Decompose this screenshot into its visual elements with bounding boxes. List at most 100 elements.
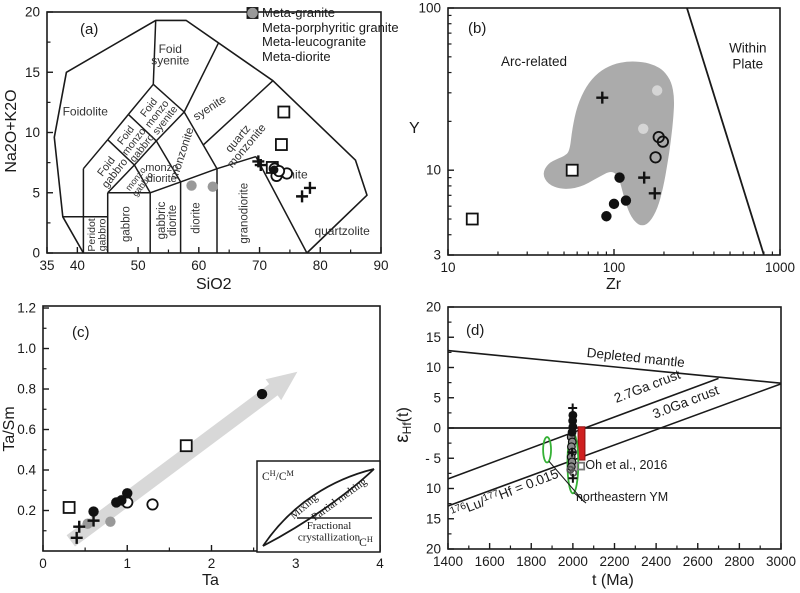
tas-outer-boundary xyxy=(53,19,368,254)
partial-melting-curve xyxy=(262,468,375,547)
tspan: Within xyxy=(729,41,767,56)
x-tick-label: 3 xyxy=(292,556,300,571)
tspan: H xyxy=(367,535,373,544)
tspan: syenite xyxy=(191,93,228,123)
y-tick-label: 0 xyxy=(433,421,441,436)
y-tick-label: 5 xyxy=(433,390,441,405)
y-tick-label: - 5 xyxy=(425,451,441,466)
panel-c-points xyxy=(62,388,268,544)
leader-line xyxy=(573,492,587,504)
x-tick-label: 2200 xyxy=(599,554,629,569)
x-tick-label: 50 xyxy=(131,258,146,273)
inset-frame xyxy=(256,460,381,553)
tspan: 20 xyxy=(426,300,441,315)
x-tick-label: 2000 xyxy=(558,554,588,569)
gray-circle-symbol-icon xyxy=(245,7,260,64)
within-plate-boundary-line xyxy=(686,7,765,256)
tas-field-boundary xyxy=(133,140,157,166)
tspan: Fractional xyxy=(307,520,352,532)
tas-field-boundary xyxy=(152,20,157,85)
tspan: 10 xyxy=(440,260,455,275)
tspan: 1400 xyxy=(433,554,463,569)
open-circle-symbol-icon xyxy=(245,7,260,35)
tas-field-boundary xyxy=(107,113,129,141)
x-tick-label: 100 xyxy=(603,260,626,275)
tas-field-boundary xyxy=(133,164,151,194)
filled-circle-marker xyxy=(105,516,116,527)
tas-field-boundary xyxy=(152,83,185,113)
x-tick-label: 4 xyxy=(376,556,384,571)
x-tick-label: 2600 xyxy=(683,554,713,569)
legend-item-meta-leucogranite: Meta-leucogranite xyxy=(245,7,399,50)
plus-marker xyxy=(567,447,577,457)
tas-field-boundary xyxy=(107,139,135,166)
open-square-marker xyxy=(576,461,586,471)
filled-circle-marker xyxy=(601,211,612,222)
crust-3.0Ga-line xyxy=(447,383,782,507)
y-tick-label: 5 xyxy=(32,185,40,200)
leader-line xyxy=(548,460,585,503)
tspan: Lu/ xyxy=(464,494,487,515)
plus-marker xyxy=(648,187,661,200)
filled-circle-marker xyxy=(122,488,133,499)
filled-circle-marker xyxy=(88,506,99,517)
x-tick-label: 2400 xyxy=(641,554,671,569)
tspan: 10 xyxy=(426,163,441,178)
tspan: 10 xyxy=(426,360,441,375)
tspan: 0 xyxy=(433,421,441,436)
x-tick-label: 70 xyxy=(252,258,267,273)
isotope-ratio-label: 176Lu/177Hf = 0.015 xyxy=(449,466,561,521)
tspan: Depleted mantle xyxy=(586,345,685,370)
tspan: 35 xyxy=(39,258,54,273)
tspan: 90 xyxy=(373,258,388,273)
depleted-mantle-line xyxy=(447,349,782,385)
tspan: gabbric xyxy=(156,201,168,239)
x-tick-label: 90 xyxy=(373,258,388,273)
tspan: 40 xyxy=(70,258,85,273)
y-tick-label: 10 xyxy=(426,360,441,375)
filled-circle-marker xyxy=(567,427,577,437)
legend-label: Meta-porphyritic granite xyxy=(262,19,399,35)
tas-field-boundary xyxy=(127,113,157,142)
field-label: monzonite xyxy=(169,126,197,180)
plus-marker xyxy=(568,473,578,483)
tspan: 1800 xyxy=(516,554,546,569)
tspan: 5 xyxy=(433,390,441,405)
x-tick-label: 3000 xyxy=(766,554,796,569)
tspan: 1.2 xyxy=(17,301,36,316)
axis-title-a-x: SiO2 xyxy=(196,276,232,293)
open-circle-marker xyxy=(649,151,662,164)
legend-label: Meta-leucogranite xyxy=(262,34,367,50)
tspan: 100 xyxy=(418,1,441,16)
x-tick-label: 1800 xyxy=(516,554,546,569)
y-tick-label: 10 xyxy=(426,481,441,496)
axis-title-a-y: Na2O+K2O xyxy=(3,89,20,173)
tspan: 2800 xyxy=(724,554,754,569)
tas-field-boundary xyxy=(203,80,274,146)
open-square-marker xyxy=(465,212,479,226)
inset-x-axis-label: CH xyxy=(359,535,373,549)
filled-circle-marker xyxy=(207,181,218,192)
open-square-marker xyxy=(62,501,76,514)
filled-circle-marker xyxy=(620,195,632,206)
tas-field-boundary xyxy=(183,42,219,113)
x-tick-label: 80 xyxy=(313,258,328,273)
tspan: C xyxy=(262,471,270,483)
open-square-marker xyxy=(275,138,288,151)
tspan: 2600 xyxy=(683,554,713,569)
tspan: 1600 xyxy=(475,554,505,569)
tspan: 0.4 xyxy=(17,463,36,478)
tas-field-boundary xyxy=(155,111,185,142)
y-tick-label: 0.2 xyxy=(17,503,36,518)
legend-label: Meta-diorite xyxy=(262,48,331,64)
tspan: Oh et al., 2016 xyxy=(585,458,667,472)
tspan: quartzolite xyxy=(314,224,370,238)
field-label: quartzolite xyxy=(314,224,370,238)
